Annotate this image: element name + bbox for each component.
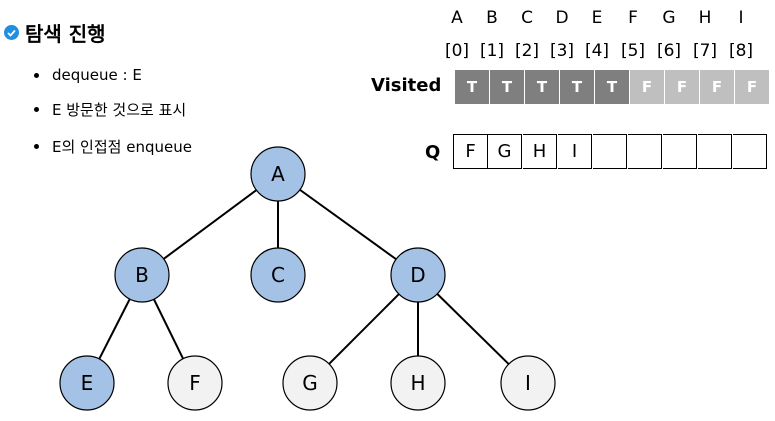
column-index: [3]: [549, 41, 575, 61]
queue-cell: I: [558, 134, 592, 169]
visited-cell: T: [490, 70, 524, 104]
visited-cell: T: [595, 70, 629, 104]
bullet-item: dequeue : E: [34, 66, 142, 84]
bullet-dot-icon: [34, 72, 39, 78]
node-label: F: [189, 371, 201, 395]
column-index: [1]: [479, 41, 505, 61]
tree-nodes: A B C D E F G H I: [59, 146, 556, 411]
visited-cell: T: [525, 70, 559, 104]
node-C: C: [250, 247, 306, 303]
column-index: [0]: [444, 41, 470, 61]
node-label: I: [525, 371, 531, 395]
node-G: G: [282, 355, 338, 411]
node-circle: [250, 146, 306, 202]
bullet-item: E 방문한 것으로 표시: [34, 99, 186, 120]
check-circle-icon: [4, 25, 19, 40]
bullet-text: E 방문한 것으로 표시: [52, 101, 187, 119]
node-E: E: [59, 355, 115, 411]
column-letter: H: [698, 8, 712, 28]
column-index: [5]: [620, 41, 646, 61]
node-label: H: [410, 371, 425, 395]
queue-cell: G: [488, 134, 522, 169]
node-circle: [282, 355, 338, 411]
queue-cell: [698, 134, 732, 169]
column-index: [4]: [584, 41, 610, 61]
column-letter: B: [486, 8, 498, 28]
queue-cell: H: [523, 134, 557, 169]
title-text: 탐색 진행: [25, 22, 106, 46]
section-title: 탐색 진행: [4, 18, 106, 47]
queue-cell: F: [453, 134, 488, 169]
column-index: [8]: [728, 41, 754, 61]
node-circle: [59, 355, 115, 411]
edge-A-D: [277, 173, 419, 276]
column-letter: E: [591, 8, 603, 28]
edge-A-B: [141, 173, 279, 276]
node-A: A: [250, 146, 306, 202]
column-index: [2]: [514, 41, 540, 61]
node-circle: [500, 355, 556, 411]
queue-label: Q: [425, 142, 441, 163]
node-circle: [250, 247, 306, 303]
queue-cell: [733, 134, 767, 169]
bullet-text: E의 인접점 enqueue: [52, 138, 192, 156]
node-label: D: [410, 263, 425, 287]
visited-cell: F: [700, 70, 734, 104]
node-circle: [390, 247, 446, 303]
node-circle: [390, 355, 446, 411]
column-index: [7]: [692, 41, 718, 61]
node-B: B: [114, 247, 170, 303]
node-label: G: [302, 371, 318, 395]
column-letter: D: [555, 8, 569, 28]
visited-cell: F: [630, 70, 664, 104]
visited-cell: T: [455, 70, 489, 104]
node-D: D: [390, 247, 446, 303]
node-label: A: [271, 162, 285, 186]
visited-cell: F: [735, 70, 769, 104]
column-letter: F: [628, 8, 638, 28]
node-I: I: [500, 355, 556, 411]
column-letter: A: [451, 8, 463, 28]
node-H: H: [390, 355, 446, 411]
node-circle: [167, 355, 223, 411]
queue-cell: [663, 134, 697, 169]
queue-cell: [593, 134, 627, 169]
visited-cell: F: [665, 70, 699, 104]
bullet-text: dequeue : E: [52, 66, 142, 84]
bullet-dot-icon: [34, 107, 39, 112]
bullet-item: E의 인접점 enqueue: [34, 136, 192, 157]
column-letter: G: [662, 8, 676, 28]
node-F: F: [167, 355, 223, 411]
node-label: C: [271, 263, 285, 287]
bullet-dot-icon: [34, 144, 39, 149]
column-letter: C: [521, 8, 533, 28]
column-index: [6]: [656, 41, 682, 61]
node-label: E: [81, 371, 94, 395]
column-letter: I: [738, 8, 744, 28]
node-circle: [114, 247, 170, 303]
queue-cell: [628, 134, 662, 169]
visited-label: Visited: [371, 75, 442, 96]
node-label: B: [135, 263, 149, 287]
visited-cell: T: [560, 70, 594, 104]
